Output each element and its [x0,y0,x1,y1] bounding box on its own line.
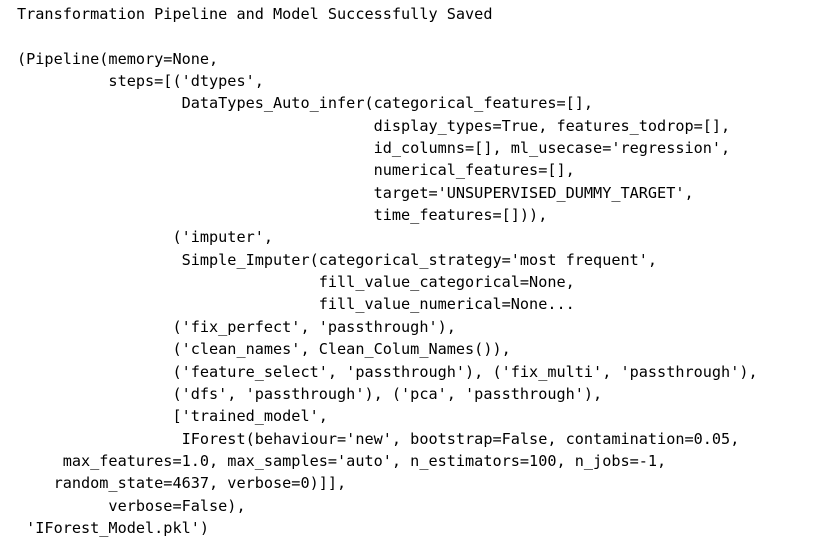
pipeline-repr-line: (Pipeline(memory=None, [17,49,219,68]
pipeline-repr-line: display_types=True, features_todrop=[], [17,116,731,135]
pipeline-repr-line: DataTypes_Auto_infer(categorical_feature… [17,94,594,113]
saved-model-filename-line: 'IForest_Model.pkl') [17,518,210,537]
pipeline-repr-line: target='UNSUPERVISED_DUMMY_TARGET', [17,183,694,202]
blank-line [17,25,813,47]
pipeline-repr-line: ['trained_model', [17,407,328,426]
console-output: Transformation Pipeline and Model Succes… [17,5,813,537]
pipeline-repr-line: ('fix_perfect', 'passthrough'), [17,317,456,336]
pipeline-repr-line: id_columns=[], ml_usecase='regression', [17,139,731,158]
pipeline-repr-line: numerical_features=[], [17,161,575,180]
pipeline-repr-line: ('clean_names', Clean_Colum_Names()), [17,340,511,359]
pipeline-repr-line: verbose=False), [17,496,246,515]
status-message: Transformation Pipeline and Model Succes… [17,5,493,23]
pipeline-repr-line: max_features=1.0, max_samples='auto', n_… [17,451,667,470]
pipeline-repr-line: Simple_Imputer(categorical_strategy='mos… [17,250,658,269]
pipeline-repr-line: random_state=4637, verbose=0)]], [17,474,347,493]
pipeline-repr-line: steps=[('dtypes', [17,72,264,91]
pipeline-repr-line: ('feature_select', 'passthrough'), ('fix… [17,362,758,381]
pipeline-repr-line: fill_value_numerical=None... [17,295,575,314]
pipeline-repr-line: ('imputer', [17,228,274,247]
pipeline-repr-line: ('dfs', 'passthrough'), ('pca', 'passthr… [17,384,603,403]
pipeline-repr-line: fill_value_categorical=None, [17,273,575,292]
pipeline-repr-line: IForest(behaviour='new', bootstrap=False… [17,429,740,448]
pipeline-repr-line: time_features=[])), [17,206,548,225]
